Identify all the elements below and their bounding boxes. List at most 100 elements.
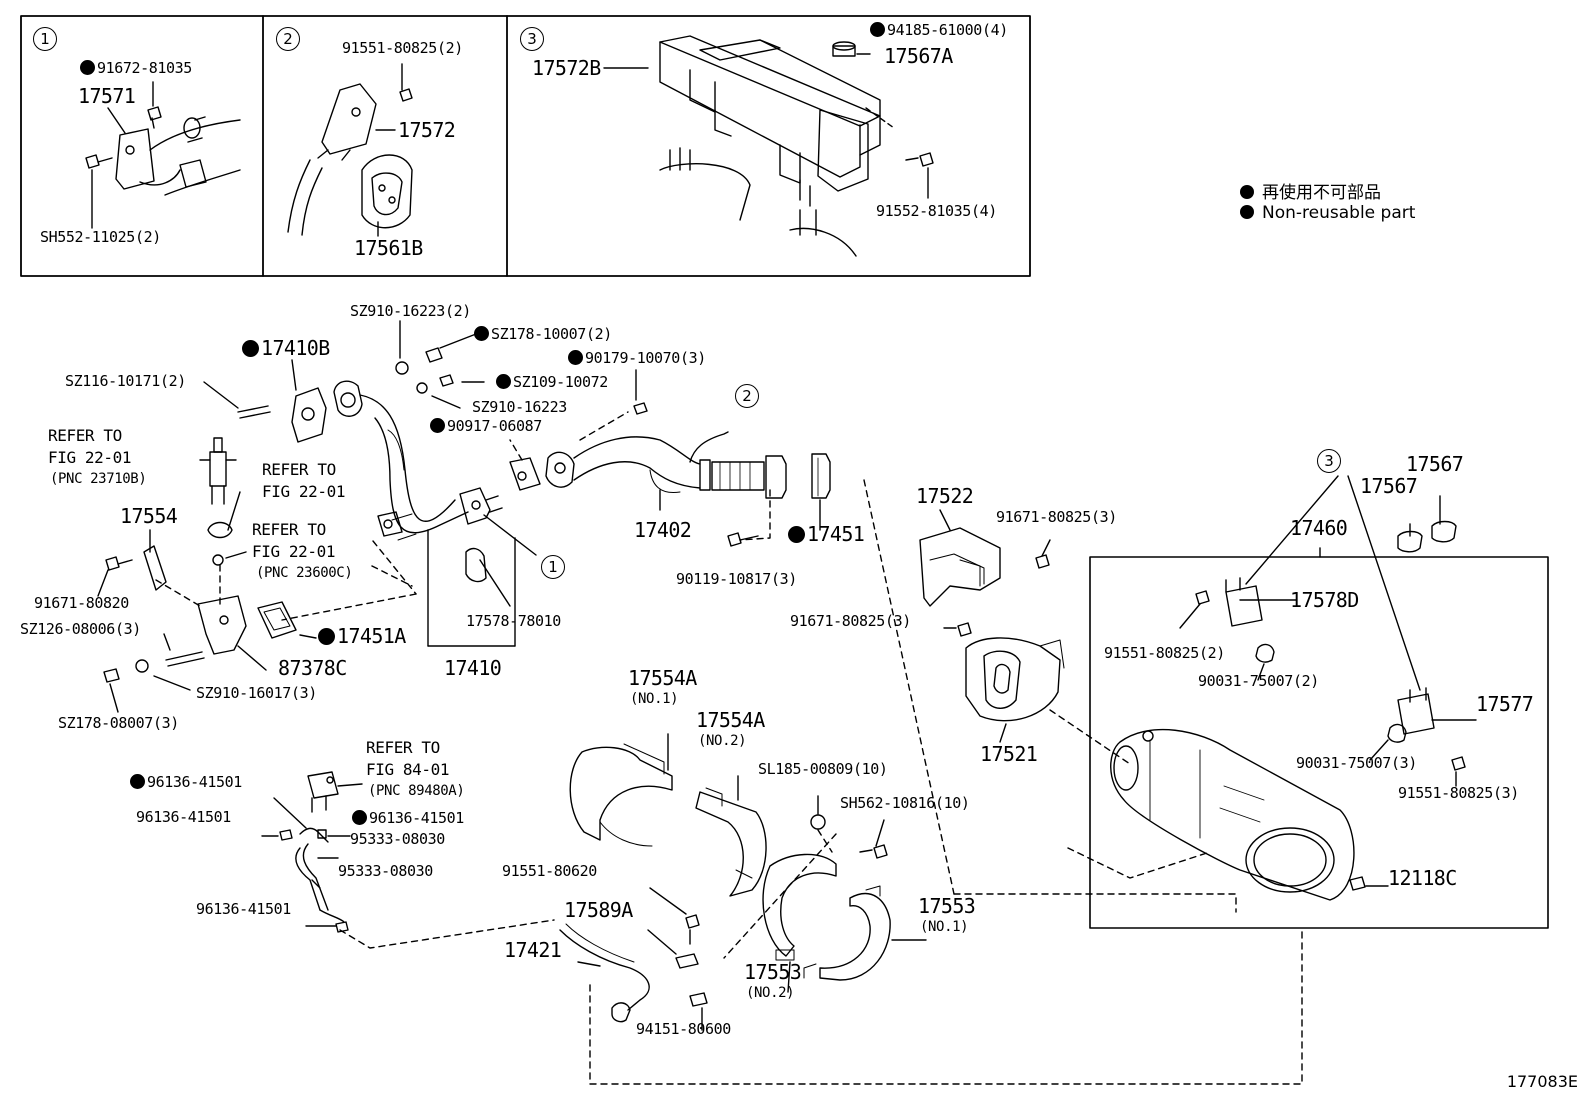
non-reusable-icon bbox=[430, 418, 445, 433]
non-reusable-icon bbox=[1240, 185, 1254, 199]
refer-note[interactable]: (PNC 23710B) bbox=[50, 471, 147, 487]
refer-note[interactable]: REFER TO bbox=[366, 738, 440, 757]
non-reusable-icon bbox=[242, 340, 259, 357]
part-label[interactable]: SZ910-16223(2) bbox=[350, 302, 471, 320]
muffler-artwork bbox=[589, 475, 1549, 1085]
refer-note[interactable]: REFER TO bbox=[48, 426, 122, 445]
part-label[interactable]: 17567 bbox=[1360, 474, 1418, 498]
part-label[interactable]: SH562-10816(10) bbox=[840, 794, 970, 812]
part-label[interactable]: SZ178-08007(3) bbox=[58, 714, 179, 732]
part-label[interactable]: 96136-41501 bbox=[352, 810, 464, 826]
part-label[interactable]: 17571 bbox=[78, 84, 136, 108]
non-reusable-icon bbox=[1240, 205, 1254, 219]
part-label[interactable]: SZ109-10072 bbox=[496, 374, 608, 390]
part-label[interactable]: 17553 bbox=[918, 894, 976, 918]
part-label[interactable]: 17451A bbox=[318, 626, 406, 646]
part-label[interactable]: 91671-80820 bbox=[34, 594, 129, 612]
part-label[interactable]: 17410 bbox=[444, 656, 502, 680]
converter-shells-artwork bbox=[559, 733, 927, 1031]
inset-3-artwork bbox=[603, 35, 934, 257]
part-label[interactable]: 91551-80825(3) bbox=[1398, 784, 1519, 802]
refer-note[interactable]: FIG 22-01 bbox=[48, 448, 132, 467]
part-label[interactable]: 17567 bbox=[1406, 452, 1464, 476]
legend-jp: 再使用不可部品 bbox=[1240, 178, 1381, 203]
callout-1[interactable]: 1 bbox=[541, 555, 565, 579]
inset-1-artwork bbox=[85, 81, 241, 229]
part-sub-label: (NO.2) bbox=[698, 733, 747, 749]
part-label[interactable]: 90119-10817(3) bbox=[676, 570, 797, 588]
front-pipe-artwork bbox=[203, 320, 648, 647]
part-label[interactable]: 17554A bbox=[628, 666, 697, 690]
part-label[interactable]: SZ126-08006(3) bbox=[20, 620, 141, 638]
part-label[interactable]: 91671-80825(3) bbox=[790, 612, 911, 630]
part-label[interactable]: 91672-81035 bbox=[80, 60, 192, 76]
part-label[interactable]: 96136-41501 bbox=[130, 774, 242, 790]
refer-note[interactable]: REFER TO bbox=[262, 460, 336, 479]
part-label[interactable]: 91551-80620 bbox=[502, 862, 597, 880]
part-label[interactable]: SZ910-16223 bbox=[472, 398, 567, 416]
part-label[interactable]: 17410B bbox=[242, 338, 330, 358]
inset-2-number: 2 bbox=[276, 27, 300, 51]
part-label[interactable]: 17421 bbox=[504, 938, 562, 962]
part-label[interactable]: 87378C bbox=[278, 656, 347, 680]
part-label[interactable]: 17460 bbox=[1290, 516, 1348, 540]
part-label[interactable]: SL185-00809(10) bbox=[758, 760, 888, 778]
non-reusable-icon bbox=[870, 22, 885, 37]
part-label[interactable]: 96136-41501 bbox=[196, 900, 291, 918]
callout-3[interactable]: 3 bbox=[1317, 449, 1341, 473]
part-label[interactable]: 91551-80825(2) bbox=[342, 39, 463, 57]
figure-id: 177083E bbox=[1506, 1072, 1578, 1091]
part-label[interactable]: 17567A bbox=[884, 44, 953, 68]
part-label[interactable]: 90031-75007(2) bbox=[1198, 672, 1319, 690]
part-label[interactable]: SZ178-10007(2) bbox=[474, 326, 612, 342]
part-label[interactable]: 94185-61000(4) bbox=[870, 22, 1008, 38]
part-label[interactable]: 91671-80825(3) bbox=[996, 508, 1117, 526]
refer-note[interactable]: (PNC 89480A) bbox=[368, 783, 465, 799]
refer-note[interactable]: FIG 84-01 bbox=[366, 760, 450, 779]
non-reusable-icon bbox=[352, 810, 367, 825]
part-label[interactable]: 90031-75007(3) bbox=[1296, 754, 1417, 772]
part-label[interactable]: 17561B bbox=[354, 236, 423, 260]
inset-1-number: 1 bbox=[33, 27, 57, 51]
part-label[interactable]: 17578D bbox=[1290, 588, 1359, 612]
part-label[interactable]: 95333-08030 bbox=[350, 830, 445, 848]
refer-note[interactable]: FIG 22-01 bbox=[262, 482, 346, 501]
part-label[interactable]: 17589A bbox=[564, 898, 633, 922]
callout-2[interactable]: 2 bbox=[735, 384, 759, 408]
part-label[interactable]: 95333-08030 bbox=[338, 862, 433, 880]
refer-note[interactable]: REFER TO bbox=[252, 520, 326, 539]
part-label[interactable]: 96136-41501 bbox=[136, 808, 231, 826]
part-label[interactable]: 91552-81035(4) bbox=[876, 202, 997, 220]
part-label[interactable]: 17451 bbox=[788, 524, 865, 544]
non-reusable-icon bbox=[130, 774, 145, 789]
part-label[interactable]: 17521 bbox=[980, 742, 1038, 766]
part-label[interactable]: 94151-80600 bbox=[636, 1020, 731, 1038]
part-label[interactable]: 90917-06087 bbox=[430, 418, 542, 434]
non-reusable-icon bbox=[788, 526, 805, 543]
part-label[interactable]: 17578-78010 bbox=[466, 612, 561, 630]
part-label[interactable]: 17553 bbox=[744, 960, 802, 984]
part-label[interactable]: SZ116-10171(2) bbox=[65, 372, 186, 390]
refer-note[interactable]: FIG 22-01 bbox=[252, 542, 336, 561]
part-label[interactable]: 12118C bbox=[1388, 866, 1457, 890]
refer-note[interactable]: (PNC 23600C) bbox=[256, 565, 353, 581]
part-sub-label: (NO.2) bbox=[746, 985, 795, 1001]
non-reusable-icon bbox=[318, 628, 335, 645]
part-label[interactable]: 17554A bbox=[696, 708, 765, 732]
part-label[interactable]: 91551-80825(2) bbox=[1104, 644, 1225, 662]
part-label[interactable]: 17577 bbox=[1476, 692, 1534, 716]
part-label[interactable]: 17402 bbox=[634, 518, 692, 542]
part-sub-label: (NO.1) bbox=[630, 691, 679, 707]
non-reusable-icon bbox=[474, 326, 489, 341]
part-sub-label: (NO.1) bbox=[920, 919, 969, 935]
part-label[interactable]: 17522 bbox=[916, 484, 974, 508]
non-reusable-icon bbox=[496, 374, 511, 389]
part-label[interactable]: 17554 bbox=[120, 504, 178, 528]
part-label[interactable]: SZ910-16017(3) bbox=[196, 684, 317, 702]
part-label[interactable]: 17572B bbox=[532, 56, 601, 80]
part-label[interactable]: 90179-10070(3) bbox=[568, 350, 706, 366]
part-label[interactable]: 17572 bbox=[398, 118, 456, 142]
part-label[interactable]: SH552-11025(2) bbox=[40, 228, 161, 246]
heat-insulator-artwork bbox=[919, 509, 1065, 743]
